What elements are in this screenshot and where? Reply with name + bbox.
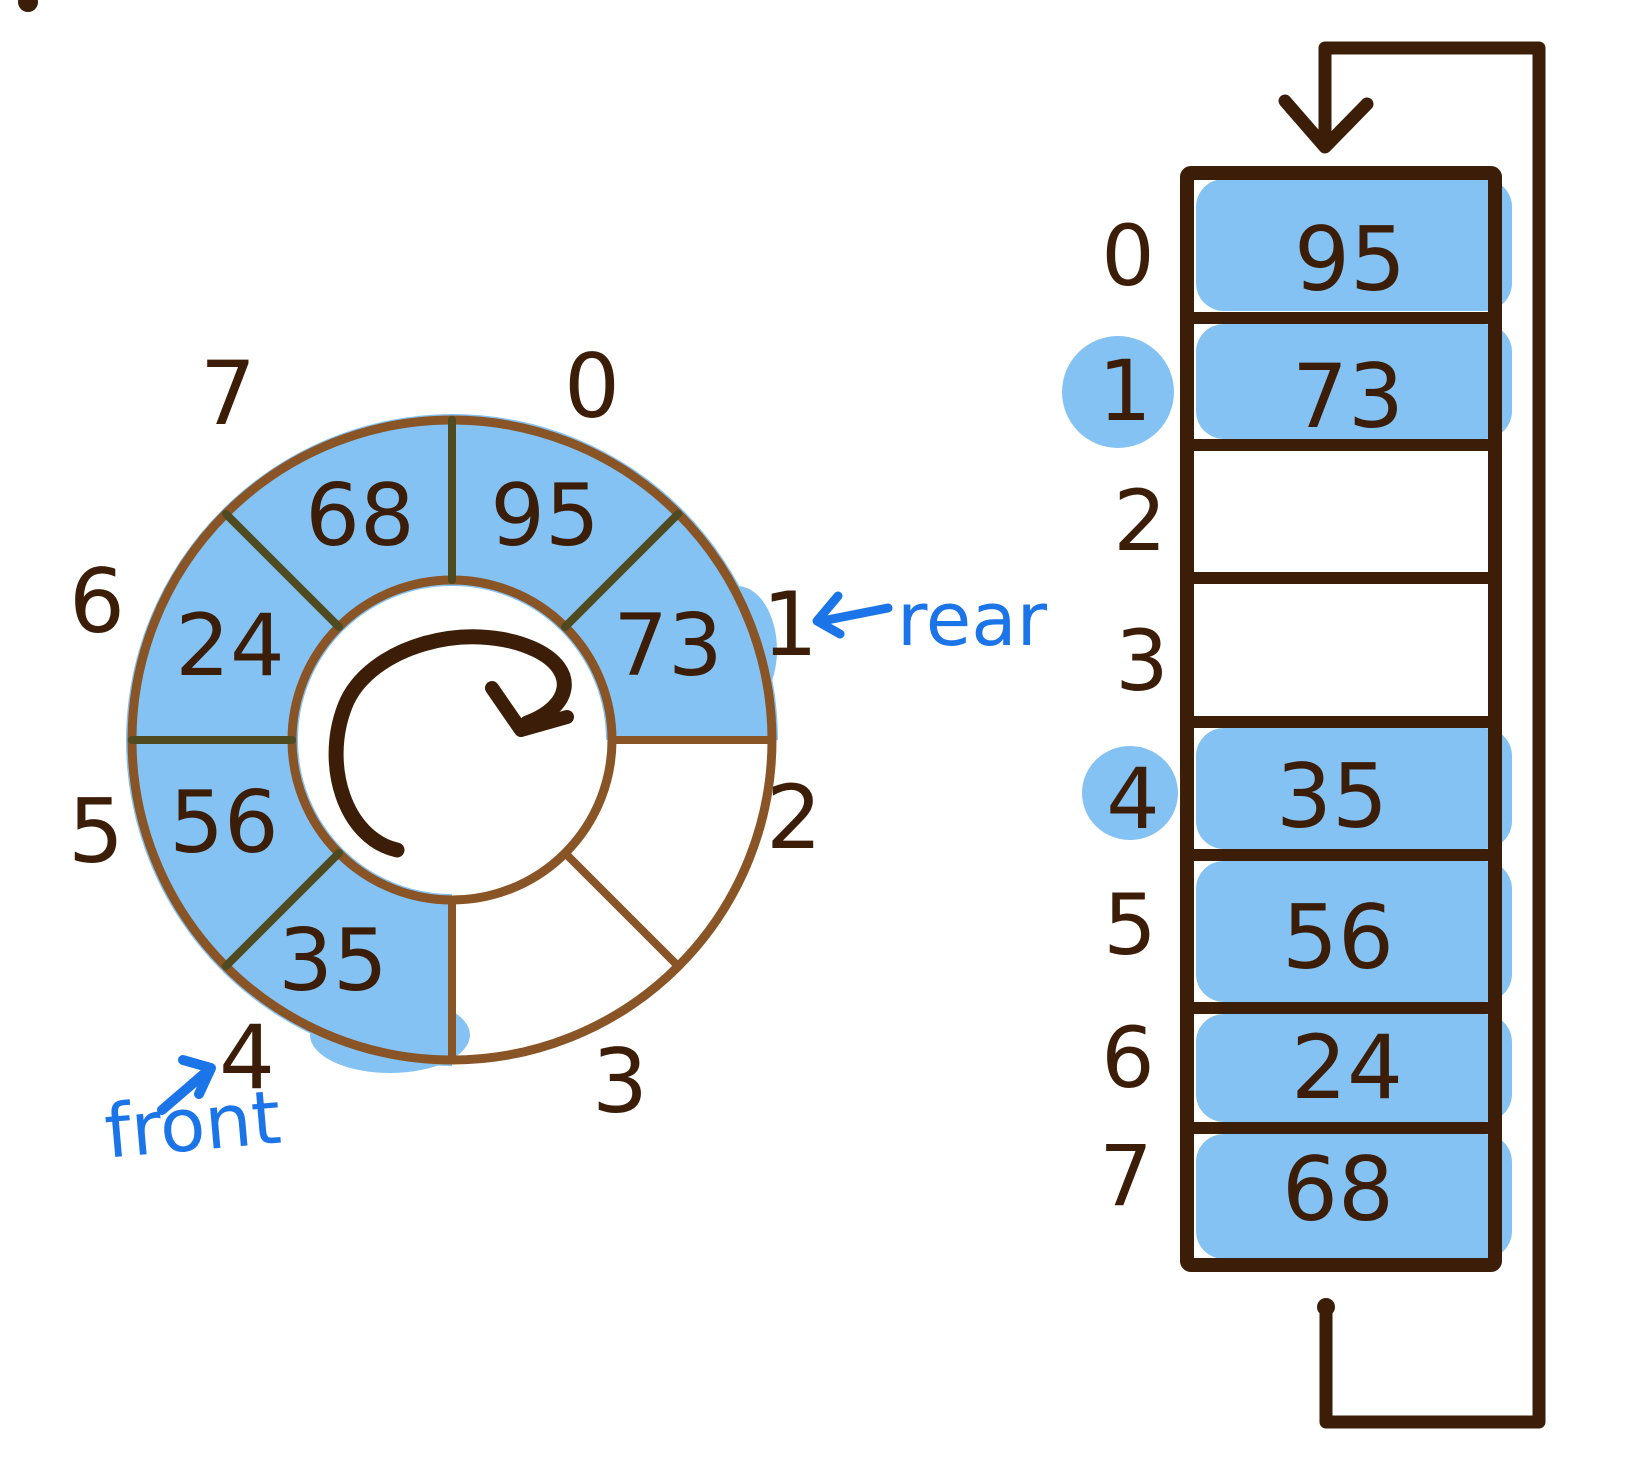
array-cell-highlight-7 — [1196, 1134, 1512, 1259]
ring-index-label-3: 3 — [592, 1030, 648, 1133]
rear-arrow-head — [812, 591, 845, 639]
array-index-label-6: 6 — [1101, 1009, 1154, 1107]
ring-slot-value-7: 68 — [305, 466, 414, 566]
sector-divider — [222, 510, 343, 631]
array-index-label-2: 2 — [1113, 472, 1166, 570]
ring-slot-value-1: 73 — [613, 596, 722, 696]
ring-slot-value-4: 35 — [278, 911, 387, 1011]
ring-index-label-0: 0 — [564, 335, 620, 438]
front-annotation: front — [101, 1055, 284, 1176]
rotation-direction-arrow — [328, 629, 572, 858]
array-cell-highlight-6 — [1196, 1014, 1512, 1122]
array-index-label-4: 4 — [1106, 750, 1159, 848]
stray-pen-mark — [18, 0, 38, 12]
array-cell-value-0: 95 — [1294, 208, 1406, 311]
ring-slot-value-0: 95 — [490, 466, 599, 566]
array-cell-value-5: 56 — [1282, 886, 1394, 989]
rear-annotation: rear — [812, 577, 1048, 663]
array-index-label-7: 7 — [1099, 1127, 1152, 1225]
array-cell-value-6: 24 — [1291, 1016, 1403, 1119]
array-cell-value-4: 35 — [1276, 745, 1388, 848]
ring-index-label-5: 5 — [68, 780, 124, 883]
front-arrow-head — [178, 1055, 216, 1099]
index-highlight-1 — [1062, 336, 1174, 448]
front-arrow — [157, 1068, 210, 1115]
ring-slot-value-6: 24 — [175, 596, 284, 696]
array-index-label-0: 0 — [1101, 207, 1154, 305]
ring-slot-value-5: 56 — [169, 773, 278, 873]
wraparound-arrow-head — [1278, 94, 1374, 154]
array-cell-highlight-5 — [1196, 861, 1512, 1002]
ring-index-label-6: 6 — [69, 550, 125, 653]
ring-index-label-1: 1 — [762, 573, 818, 676]
sector-divider — [561, 849, 682, 970]
array-cell-value-7: 68 — [1282, 1138, 1394, 1241]
ring-index-label-2: 2 — [766, 766, 822, 869]
array-index-label-1: 1 — [1098, 342, 1151, 440]
rear-label: rear — [897, 577, 1048, 663]
ring-index-label-7: 7 — [200, 342, 256, 445]
array-index-label-5: 5 — [1103, 876, 1156, 974]
front-label: front — [101, 1075, 284, 1176]
array-cell-highlight-0 — [1196, 179, 1512, 311]
array-view: 0 1 2 3 4 5 6 7 95 73 35 56 24 68 — [1062, 166, 1512, 1272]
array-cell-value-1: 73 — [1292, 345, 1404, 448]
sector-divider — [222, 849, 343, 970]
ring-index-label-4: 4 — [219, 1006, 275, 1109]
rear-arrow — [817, 603, 893, 626]
wraparound-arrow — [1278, 41, 1546, 1429]
circular-queue-ring: 95 73 35 56 24 68 0 1 2 3 4 5 6 7 — [68, 335, 822, 1133]
array-cell-highlight-1 — [1196, 324, 1512, 439]
wraparound-path — [1318, 41, 1546, 1429]
sector-divider — [561, 510, 682, 631]
rotation-arrow-head — [485, 681, 574, 737]
array-index-label-3: 3 — [1115, 612, 1168, 710]
index-highlight-4 — [1082, 746, 1178, 840]
array-cell-highlight-4 — [1196, 728, 1512, 849]
